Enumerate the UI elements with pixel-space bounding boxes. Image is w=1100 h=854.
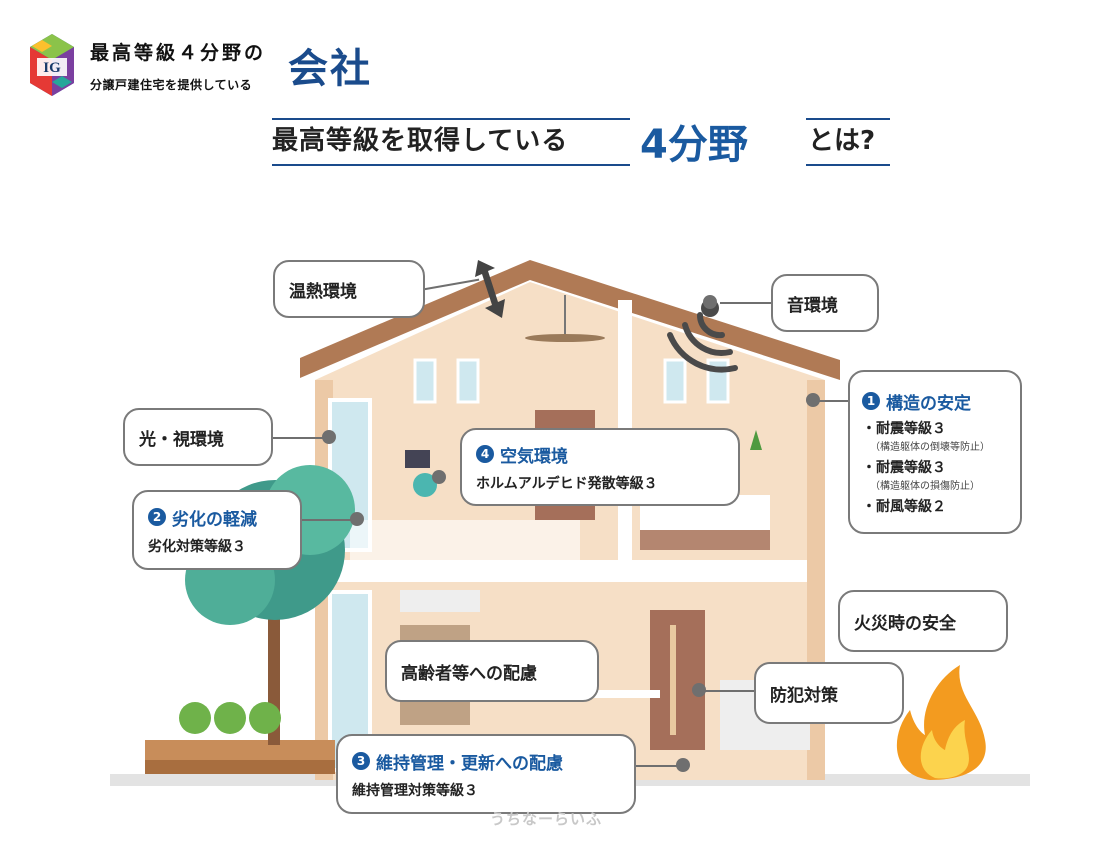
bush	[179, 702, 211, 734]
callout-deterioration-sub: 劣化対策等級３	[148, 538, 246, 555]
callout-fire-label: 火災時の安全	[854, 613, 956, 634]
callout-crime-label: 防犯対策	[770, 685, 838, 706]
number-badge-1: 1	[862, 392, 880, 410]
floor-slab	[315, 560, 825, 582]
callout-air-label: 空気環境	[500, 446, 568, 467]
sound-wave-icon	[667, 312, 738, 373]
callout-light: 光・視環境	[123, 408, 273, 466]
structure-note-2: （構造躯体の損傷防止）	[870, 480, 980, 492]
connector-maintenance	[632, 765, 682, 767]
dot-structure	[806, 393, 820, 407]
callout-deterioration-title: 2 劣化の軽減	[148, 505, 286, 530]
dot-sound	[703, 295, 717, 309]
callout-air-sub: ホルムアルデヒド発散等級３	[476, 475, 658, 492]
callout-air: 4 空気環境 ホルムアルデヒド発散等級３	[460, 428, 740, 506]
bush	[249, 702, 281, 734]
number-badge-4: 4	[476, 445, 494, 463]
dot-crime	[692, 683, 706, 697]
title-main: 最高等級を取得している	[272, 126, 569, 156]
callout-crime: 防犯対策	[754, 662, 904, 724]
company-logo: IG	[30, 34, 74, 96]
number-badge-3: 3	[352, 752, 370, 770]
callout-air-title: 4 空気環境	[476, 442, 724, 467]
title-rule-bottom	[272, 164, 630, 166]
callout-maintenance: 3 維持管理・更新への配慮 維持管理対策等級３	[336, 734, 636, 814]
thermal-arrow-icon	[475, 260, 505, 318]
structure-item-2: ・耐震等級３	[862, 459, 946, 476]
callout-structure-title: 1 構造の安定	[862, 389, 1008, 414]
roof	[300, 260, 840, 380]
title-tail: とは?	[808, 126, 876, 156]
wood-deck	[145, 740, 335, 760]
title-tail-rule-top	[806, 118, 890, 120]
dot-deterioration	[350, 512, 364, 526]
dot-maintenance	[676, 758, 690, 772]
logo-text: IG	[43, 60, 61, 76]
chair	[413, 473, 437, 497]
structure-note-1: （構造躯体の倒壊等防止）	[870, 441, 990, 453]
header-company: 会社	[288, 46, 372, 92]
dot-air	[432, 470, 446, 484]
structure-item-1: ・耐震等級３	[862, 420, 946, 437]
callout-structure: 1 構造の安定 ・耐震等級３ （構造躯体の倒壊等防止） ・耐震等級３ （構造躯体…	[848, 370, 1022, 534]
watermark: うちなーらいふ	[490, 810, 603, 828]
title-rule-top	[272, 118, 630, 120]
number-badge-2: 2	[148, 508, 166, 526]
rug	[350, 520, 580, 560]
connector-deterioration	[302, 519, 358, 521]
callout-maintenance-title: 3 維持管理・更新への配慮	[352, 749, 620, 774]
small-window	[413, 358, 437, 404]
title-tail-rule-bottom	[806, 164, 890, 166]
callout-maintenance-label: 維持管理・更新への配慮	[376, 753, 563, 774]
connector-structure	[815, 400, 850, 402]
header-line1: 最高等級４分野の	[90, 42, 267, 64]
structure-item-3: ・耐風等級２	[862, 498, 946, 515]
house-illustration	[110, 260, 1030, 786]
connector-light	[270, 437, 330, 439]
small-window	[663, 358, 687, 404]
header-line2: 分譲戸建住宅を提供している	[90, 78, 253, 92]
title-emphasis: 4分野	[640, 122, 748, 168]
callout-structure-label: 構造の安定	[886, 393, 971, 414]
callout-deterioration: 2 劣化の軽減 劣化対策等級３	[132, 490, 302, 570]
monitor	[405, 450, 430, 468]
callout-light-label: 光・視環境	[139, 429, 224, 450]
ceiling-fan	[525, 334, 605, 342]
plant	[750, 430, 762, 450]
bush	[214, 702, 246, 734]
callout-deterioration-label: 劣化の軽減	[172, 509, 257, 530]
callout-thermal: 温熱環境	[273, 260, 425, 318]
small-window	[456, 358, 480, 404]
front-door	[650, 610, 705, 750]
connector-crime	[700, 690, 754, 692]
air-conditioner	[400, 590, 480, 612]
dot-light	[322, 430, 336, 444]
connector-sound	[720, 302, 772, 304]
callout-sound-label: 音環境	[787, 295, 838, 316]
callout-thermal-label: 温熱環境	[289, 281, 357, 302]
callout-fire: 火災時の安全	[838, 590, 1008, 652]
callout-sound: 音環境	[771, 274, 879, 332]
callout-elderly-label: 高齢者等への配慮	[401, 663, 537, 684]
callout-elderly: 高齢者等への配慮	[385, 640, 599, 702]
callout-maintenance-sub: 維持管理対策等級３	[352, 782, 478, 799]
